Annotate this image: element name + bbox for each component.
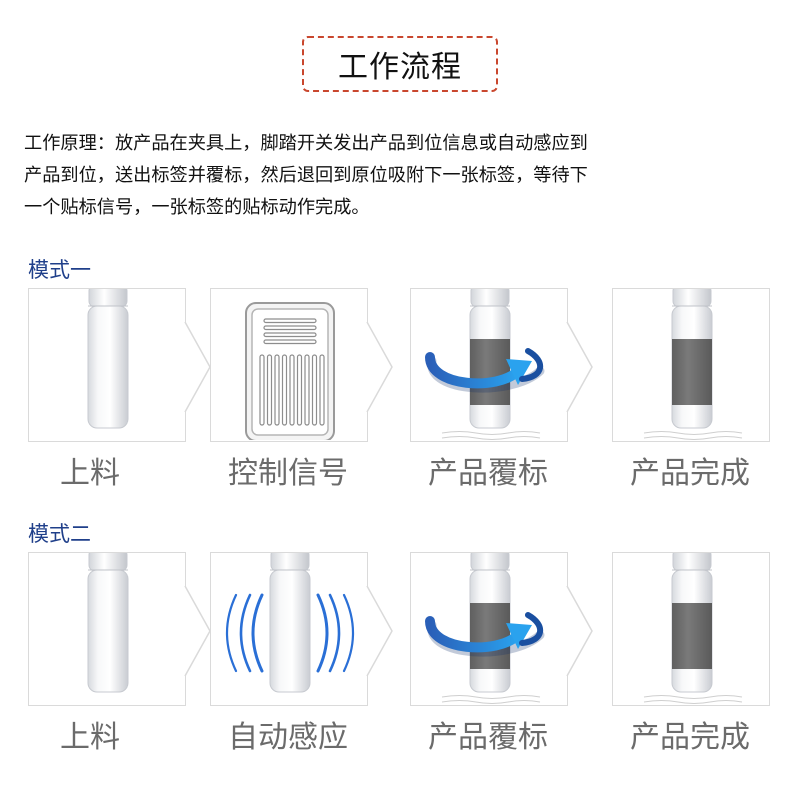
step-label: 产品覆标 xyxy=(428,720,548,755)
step-panel xyxy=(28,288,186,442)
foot-pedal-icon xyxy=(245,302,335,440)
step-label: 控制信号 xyxy=(228,456,348,491)
step-panel xyxy=(612,288,770,442)
page-title-text: 工作流程 xyxy=(338,50,462,85)
step-panel xyxy=(612,552,770,706)
principle-line: 产品到位，送出标签并覆标，然后退回到原位吸附下一张标签，等待下 xyxy=(24,165,588,186)
labeling-icon xyxy=(425,289,545,440)
chevron-right-icon xyxy=(366,321,393,413)
step-label: 产品完成 xyxy=(630,720,750,755)
bottle-icon xyxy=(87,553,129,693)
labeling-icon xyxy=(425,553,545,704)
step-panel xyxy=(410,288,568,442)
principle-line: 一个贴标信号，一张标签的贴标动作完成。 xyxy=(24,197,370,218)
step-label: 自动感应 xyxy=(228,720,348,755)
step-label: 上料 xyxy=(60,456,120,491)
mode-two-label: 模式二 xyxy=(28,522,91,546)
working-principle: 工作原理：放产品在夹具上，脚踏开关发出产品到位信息或自动感应到 产品到位，送出标… xyxy=(24,128,784,224)
mode-two-steps: 上料 自动感应 产品覆标 产品完成 xyxy=(28,552,776,755)
step-panel xyxy=(410,552,568,706)
step-label: 产品完成 xyxy=(630,456,750,491)
principle-line: 工作原理：放产品在夹具上，脚踏开关发出产品到位信息或自动感应到 xyxy=(24,133,588,154)
bottle-icon xyxy=(87,289,129,429)
page-title: 工作流程 xyxy=(302,36,498,92)
chevron-right-icon xyxy=(566,585,593,677)
mode-one-label: 模式一 xyxy=(28,258,91,282)
step-label: 上料 xyxy=(60,720,120,755)
step-panel xyxy=(210,552,368,706)
mode-one-steps: 上料 控制信号 产品覆标 产品完成 xyxy=(28,288,776,491)
chevron-right-icon xyxy=(366,585,393,677)
labeled-bottle-icon xyxy=(643,289,743,440)
labeled-bottle-icon xyxy=(643,553,743,704)
step-panel xyxy=(28,552,186,706)
step-panel xyxy=(210,288,368,442)
chevron-right-icon xyxy=(566,321,593,413)
step-label: 产品覆标 xyxy=(428,456,548,491)
sensor-bottle-icon xyxy=(225,553,355,693)
